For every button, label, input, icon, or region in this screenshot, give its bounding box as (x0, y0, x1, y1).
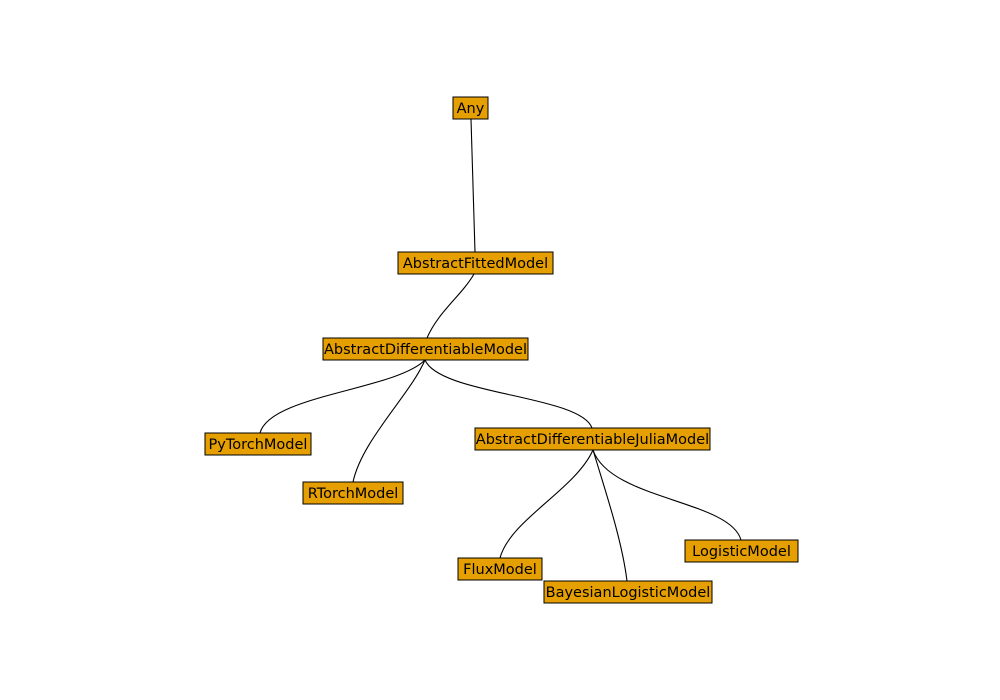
node-label-bayesian-logistic-model: BayesianLogisticModel (546, 585, 711, 601)
edge-abstract-differentiable-model-to-pytorch-model (259, 359, 426, 434)
node-box-any (452, 96, 489, 120)
edge-abstract-differentiable-julia-model-to-logistic-model (592, 449, 742, 541)
edge-abstract-differentiable-model-to-abstract-differentiable-julia-model (424, 359, 593, 429)
node-abstract-differentiable-julia-model: AbstractDifferentiableJuliaModel (474, 427, 711, 451)
nodes-layer: AnyAbstractFittedModelAbstractDifferenti… (204, 96, 799, 604)
node-flux-model: FluxModel (457, 557, 543, 581)
edge-abstract-differentiable-julia-model-to-flux-model (499, 449, 594, 559)
node-any: Any (452, 96, 489, 120)
node-box-logistic-model (684, 539, 799, 563)
node-bayesian-logistic-model: BayesianLogisticModel (543, 580, 713, 604)
node-box-bayesian-logistic-model (543, 580, 713, 604)
edge-abstract-differentiable-model-to-rtorch-model (352, 359, 426, 483)
node-box-flux-model (457, 557, 543, 581)
node-abstract-fitted-model: AbstractFittedModel (397, 251, 554, 275)
node-label-abstract-differentiable-model: AbstractDifferentiableModel (324, 342, 527, 358)
node-label-abstract-differentiable-julia-model: AbstractDifferentiableJuliaModel (476, 432, 709, 448)
node-box-rtorch-model (302, 481, 404, 505)
node-pytorch-model: PyTorchModel (204, 432, 312, 456)
edges-layer (259, 118, 742, 582)
node-label-rtorch-model: RTorchModel (308, 486, 399, 502)
edge-abstract-differentiable-julia-model-to-bayesian-logistic-model (592, 449, 628, 582)
node-box-abstract-fitted-model (397, 251, 554, 275)
node-label-abstract-fitted-model: AbstractFittedModel (403, 256, 548, 272)
node-box-abstract-differentiable-model (322, 337, 529, 361)
node-label-flux-model: FluxModel (463, 562, 537, 578)
node-abstract-differentiable-model: AbstractDifferentiableModel (322, 337, 529, 361)
node-label-any: Any (457, 101, 485, 117)
node-label-pytorch-model: PyTorchModel (209, 437, 308, 453)
node-rtorch-model: RTorchModel (302, 481, 404, 505)
edge-abstract-fitted-model-to-abstract-differentiable-model (426, 273, 475, 339)
node-box-pytorch-model (204, 432, 312, 456)
node-box-abstract-differentiable-julia-model (474, 427, 711, 451)
edge-any-to-abstract-fitted-model (470, 118, 476, 253)
node-logistic-model: LogisticModel (684, 539, 799, 563)
node-label-logistic-model: LogisticModel (692, 544, 791, 560)
